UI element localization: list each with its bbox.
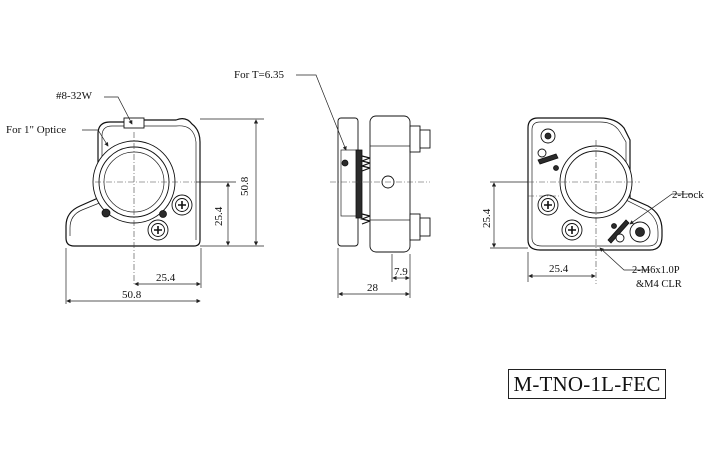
side-optic-slot bbox=[355, 149, 363, 219]
screw-lower-icon bbox=[147, 219, 169, 241]
set-screw-left bbox=[101, 208, 111, 218]
dim-front-height: 50.8 bbox=[239, 176, 251, 196]
thread-label: #8-32W bbox=[56, 90, 93, 102]
front-view bbox=[65, 96, 264, 304]
dim-back-center-width: 25.4 bbox=[549, 263, 569, 275]
spring-bottom-icon bbox=[359, 213, 373, 225]
spring-top-icon bbox=[359, 155, 373, 172]
model-number-box: M-TNO-1L-FEC bbox=[508, 369, 666, 399]
dim-back-center-height: 25.4 bbox=[481, 208, 493, 228]
set-screw-right bbox=[159, 210, 167, 218]
dim-front-center-width: 25.4 bbox=[156, 272, 176, 284]
dim-front-width: 50.8 bbox=[122, 289, 142, 301]
back-screw-upper-icon bbox=[537, 194, 559, 216]
adjuster-bottom bbox=[409, 213, 421, 241]
thread-boss bbox=[123, 117, 145, 129]
thickness-label: For T=6.35 bbox=[234, 69, 285, 81]
lock-upper-icon bbox=[537, 128, 559, 171]
back-body-outline bbox=[527, 117, 663, 251]
back-view bbox=[490, 117, 692, 284]
dim-front-center-height: 25.4 bbox=[213, 206, 225, 226]
back-screw-lower-icon bbox=[561, 219, 583, 241]
hole-spec-line-2: &M4 CLR bbox=[636, 279, 682, 290]
model-number: M-TNO-1L-FEC bbox=[513, 371, 661, 396]
side-set-screw bbox=[341, 159, 349, 167]
adjuster-top bbox=[409, 125, 421, 153]
lock-lower-icon bbox=[607, 219, 651, 244]
dim-side-offset: 7.9 bbox=[394, 266, 408, 278]
screw-upper-icon bbox=[171, 194, 193, 216]
dim-side-depth: 28 bbox=[367, 282, 379, 294]
lock-label: 2-Lock bbox=[672, 189, 704, 201]
optic-label: For 1" Optice bbox=[6, 124, 66, 136]
side-view bbox=[296, 74, 431, 298]
front-body-outline bbox=[65, 118, 201, 247]
hole-spec-line-1: 2-M6x1.0P bbox=[632, 265, 680, 276]
